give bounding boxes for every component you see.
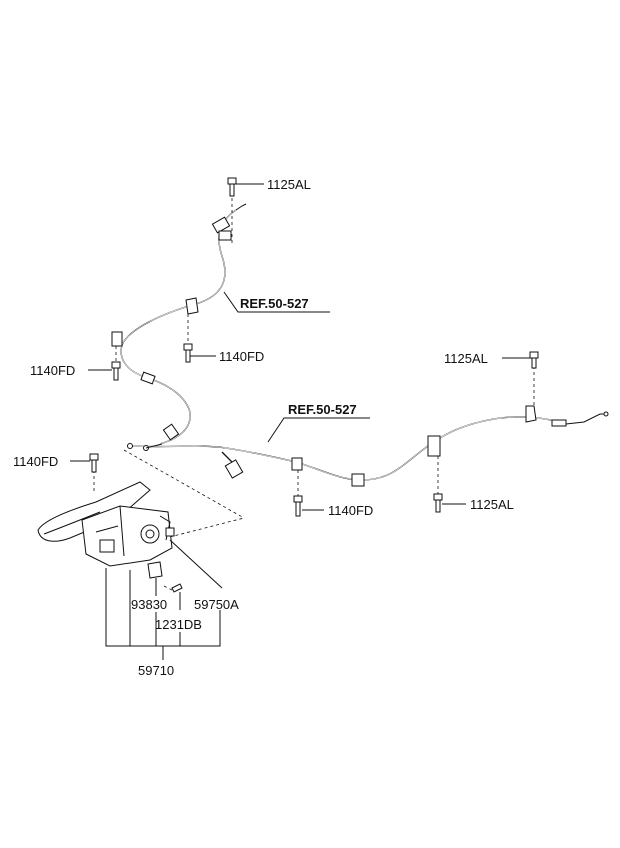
label-part-59750A: 59750A — [194, 597, 239, 612]
label-bolt-right-top: 1125AL — [444, 351, 488, 366]
bolt-right-bottom-icon — [433, 493, 443, 513]
bolts — [89, 177, 539, 517]
bolt-mid-clip-icon — [183, 343, 193, 363]
label-part-93830: 93830 — [131, 597, 167, 612]
bolt-top-icon — [227, 177, 237, 197]
label-bolt-mid-clip: 1140FD — [219, 349, 264, 364]
label-bolt-left-clip: 1140FD — [30, 363, 75, 378]
bolt-center-icon — [293, 495, 303, 517]
label-part-1231DB: 1231DB — [155, 617, 202, 632]
parking-brake-lever-icon — [37, 481, 183, 593]
label-bolt-top: 1125AL — [267, 177, 311, 192]
label-ref-lower: REF.50-527 — [288, 402, 357, 417]
bolt-lever-icon — [89, 453, 99, 473]
part-labels: 1125AL REF.50-527 1140FD 1140FD 1125AL R… — [13, 177, 514, 678]
lower-cable — [127, 405, 609, 487]
label-ref-upper: REF.50-527 — [240, 296, 309, 311]
label-bolt-lever: 1140FD — [13, 454, 58, 469]
label-bolt-right-bottom: 1125AL — [470, 497, 514, 512]
label-part-59710: 59710 — [138, 663, 174, 678]
bolt-left-clip-icon — [111, 361, 121, 381]
upper-cable — [111, 203, 247, 445]
bolt-right-top-icon — [529, 351, 539, 369]
leader-lines — [70, 183, 530, 660]
label-bolt-center: 1140FD — [328, 503, 373, 518]
